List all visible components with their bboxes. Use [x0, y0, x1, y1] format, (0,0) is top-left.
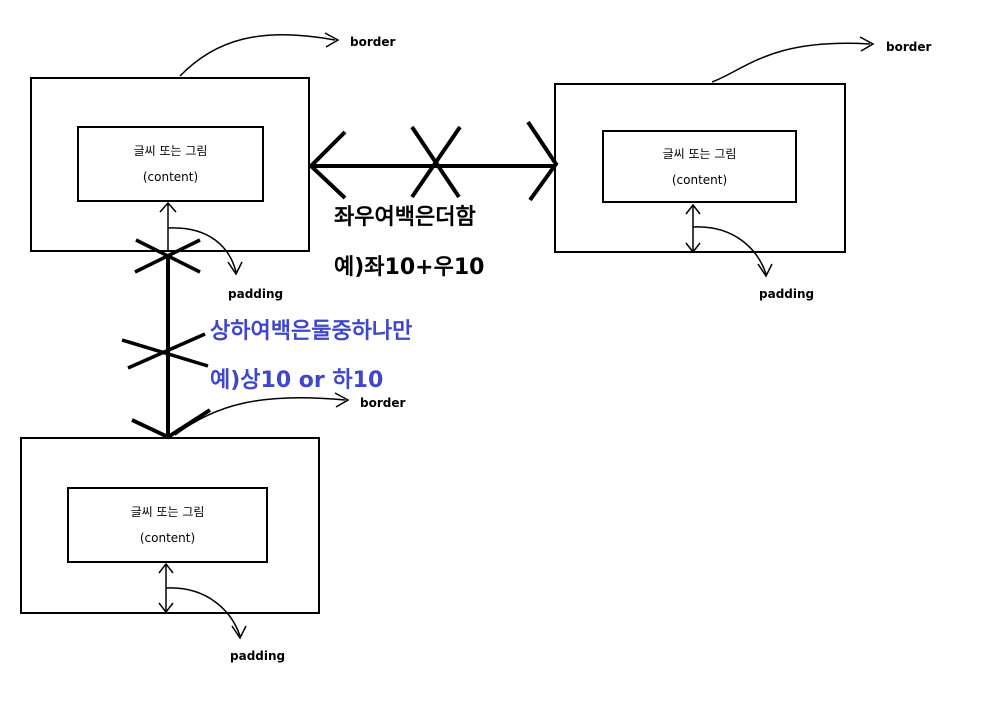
- padding-curve: [165, 587, 241, 637]
- content-text: 글씨 또는 그림: [133, 144, 208, 158]
- content-box-top-left: 글씨 또는 그림 (content): [77, 126, 264, 202]
- content-label: (content): [142, 170, 199, 184]
- cross-mark: [410, 125, 462, 199]
- horizontal-margin-example: 예)좌10+우10: [334, 255, 485, 280]
- content-text: 글씨 또는 그림: [130, 505, 205, 519]
- content-box-top-right: 글씨 또는 그림 (content): [602, 130, 797, 203]
- vertical-margin-title: 상하여백은둘중하나만: [210, 319, 413, 344]
- box-bottom: [20, 437, 320, 614]
- padding-arrowhead: [227, 261, 243, 276]
- padding-arrowhead: [231, 625, 247, 640]
- border-label-bottom: border: [360, 396, 406, 410]
- border-arrowhead: [334, 392, 350, 408]
- cross-mark: [134, 238, 201, 274]
- border-arrowhead: [324, 32, 340, 48]
- padding-label-top-right: padding: [759, 287, 815, 301]
- padding-curve: [692, 226, 767, 275]
- padding-arrowhead: [685, 203, 701, 215]
- border-arrowhead: [859, 36, 875, 52]
- padding-arrowhead: [158, 602, 174, 614]
- arrowhead-left: [308, 130, 347, 200]
- box-top-right: [554, 83, 846, 253]
- padding-arrowhead: [685, 242, 701, 254]
- padding-curve: [167, 227, 237, 273]
- cross-mark: [121, 332, 209, 370]
- content-text: 글씨 또는 그림: [662, 146, 737, 161]
- padding-label-bottom: padding: [230, 649, 286, 663]
- padding-label-top-left: padding: [228, 287, 284, 301]
- horizontal-margin-title: 좌우여백은더함: [334, 205, 476, 230]
- border-curve-top-right: [711, 42, 871, 83]
- arrowhead-right: [526, 120, 559, 202]
- padding-arrowhead: [158, 562, 174, 574]
- border-curve-top-left: [179, 33, 336, 77]
- content-label: (content): [139, 531, 196, 545]
- content-box-bottom: 글씨 또는 그림 (content): [67, 487, 268, 563]
- padding-arrowhead: [757, 263, 773, 278]
- padding-arrowhead: [159, 201, 177, 213]
- vertical-margin-example: 예)상10 or 하10: [210, 368, 384, 393]
- arrowhead-bottom: [131, 408, 212, 440]
- border-label-top-right: border: [886, 40, 932, 54]
- content-label: (content): [671, 172, 728, 187]
- border-label-top-left: border: [350, 35, 396, 49]
